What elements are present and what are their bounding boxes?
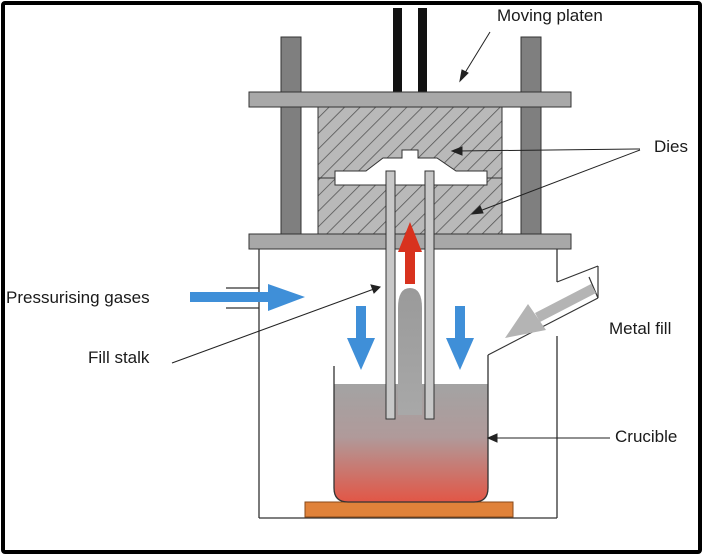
dies-label: Dies <box>654 137 688 156</box>
gas-inlet-arrow <box>190 284 305 311</box>
heater-plate <box>304 501 514 518</box>
metal-fill-label: Metal fill <box>609 319 671 338</box>
moving-platen <box>248 91 572 108</box>
leader-lines <box>171 31 641 443</box>
fill-stalk <box>385 170 435 420</box>
pressure-down-arrow-right <box>446 306 474 370</box>
right-tie-bar <box>520 36 542 238</box>
pressure-down-arrow-left <box>347 306 375 370</box>
crucible-label: Crucible <box>615 427 677 446</box>
fill-stalk-label: Fill stalk <box>88 348 150 367</box>
metal-fill-arrow <box>505 284 596 338</box>
moving-platen-label: Moving platen <box>497 6 603 25</box>
crucible <box>333 355 489 503</box>
left-tie-bar <box>280 36 302 238</box>
dies <box>317 106 503 235</box>
metal-flow-arrow <box>398 222 422 284</box>
ram-rod <box>393 8 427 92</box>
pressurising-gases-label: Pressurising gases <box>6 288 150 307</box>
